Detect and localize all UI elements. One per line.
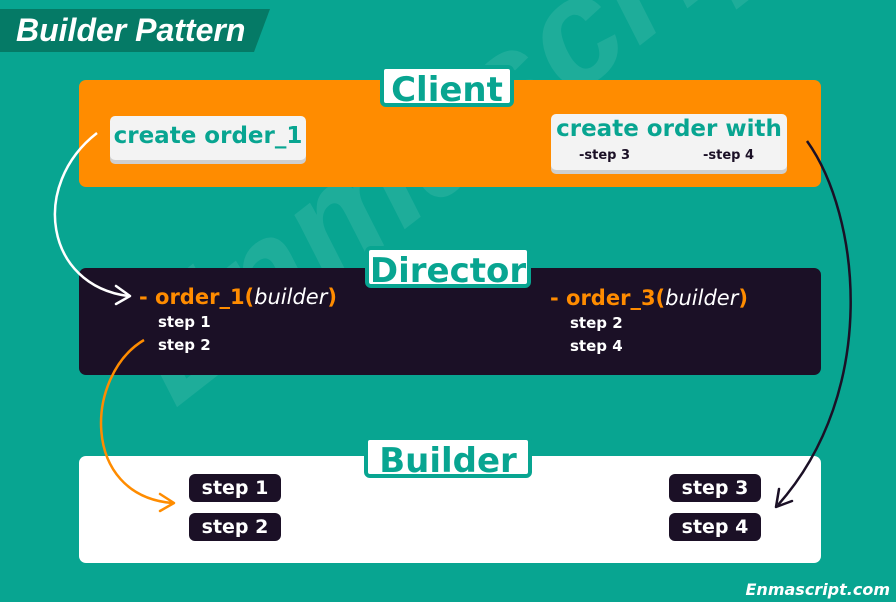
create-order-with-card: create order with -step 3 -step 4 <box>551 114 787 170</box>
director-method-order-3: - order_3(builder) <box>550 286 748 310</box>
client-to-director-arrowhead <box>114 284 132 306</box>
director-step: step 4 <box>570 337 623 355</box>
builder-step-4-chip: step 4 <box>669 513 761 541</box>
method-prefix: - order_1( <box>139 285 255 309</box>
title-banner <box>0 9 270 52</box>
builder-step-1-chip: step 1 <box>189 474 281 502</box>
method-param: builder <box>254 285 328 309</box>
director-label: Director <box>365 246 531 291</box>
director-step: step 1 <box>158 313 211 331</box>
method-suffix: ) <box>327 285 337 309</box>
director-step: step 2 <box>570 314 623 332</box>
client-to-builder-arrowhead <box>774 487 794 509</box>
builder-step-2-chip: step 2 <box>189 513 281 541</box>
client-to-director-arrow <box>53 132 129 298</box>
director-to-builder-arrow <box>99 338 173 505</box>
method-prefix: - order_3( <box>550 286 666 310</box>
method-param: builder <box>665 286 739 310</box>
method-suffix: ) <box>738 286 748 310</box>
builder-step-3-chip: step 3 <box>669 474 761 502</box>
create-order-1-card: create order_1 <box>110 116 306 160</box>
footer-site-name: Enmascript.com <box>745 580 891 599</box>
client-step-4: -step 4 <box>703 148 755 163</box>
director-to-builder-arrowhead <box>158 492 176 513</box>
client-to-builder-arrow <box>777 140 852 506</box>
director-step: step 2 <box>158 336 211 354</box>
page-title: Builder Pattern <box>16 12 246 48</box>
create-order-with-title: create order with <box>556 116 782 142</box>
director-method-order-1: - order_1(builder) <box>139 285 337 309</box>
builder-label: Builder <box>364 436 532 481</box>
client-step-3: -step 3 <box>579 148 631 163</box>
client-label: Client <box>380 65 514 110</box>
